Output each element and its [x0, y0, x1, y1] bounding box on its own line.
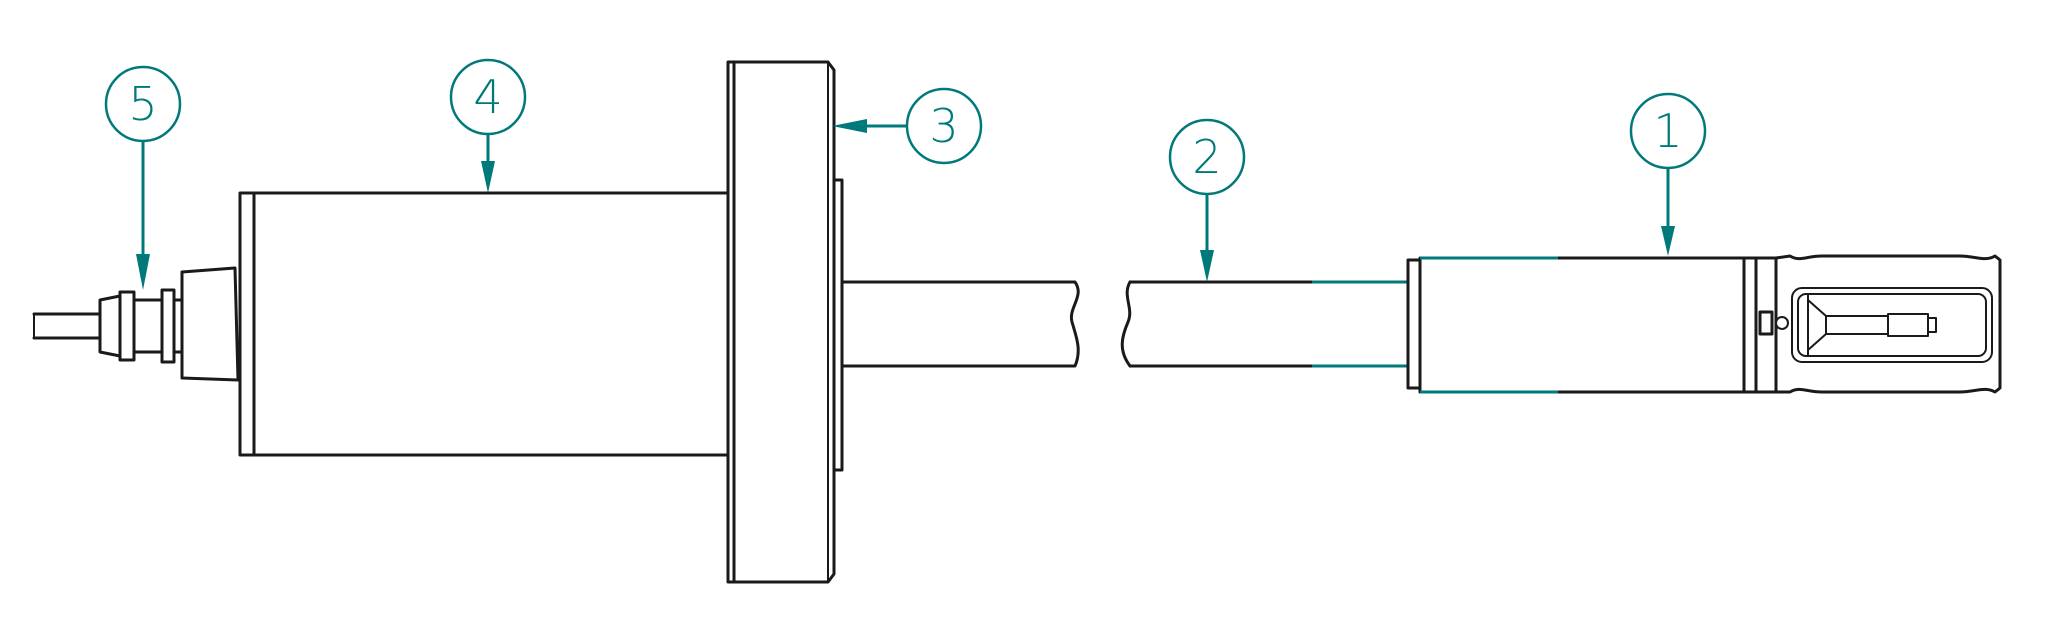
flange	[726, 60, 844, 584]
callout-5-balloon	[104, 65, 182, 143]
callout-1-label: 1	[1653, 104, 1682, 158]
probe-shaft	[840, 280, 1408, 368]
callout-3-balloon	[905, 87, 983, 165]
callout-1: 1	[1629, 92, 1707, 256]
cable-gland	[98, 266, 240, 382]
callout-2-balloon	[1168, 118, 1246, 196]
callout-4: 4	[449, 58, 527, 193]
callout-3: 3	[832, 87, 983, 165]
callout-1-balloon	[1629, 92, 1707, 170]
housing	[238, 191, 730, 457]
callout-2: 2	[1168, 118, 1246, 282]
callout-5: 5	[104, 65, 182, 290]
callout-3-label: 3	[929, 99, 958, 153]
callout-5-label: 5	[128, 77, 157, 131]
callout-4-label: 4	[473, 70, 502, 124]
callout-4-balloon	[449, 58, 527, 136]
sensor-head	[1406, 254, 2002, 394]
callout-2-label: 2	[1192, 130, 1221, 184]
cable	[32, 312, 102, 340]
